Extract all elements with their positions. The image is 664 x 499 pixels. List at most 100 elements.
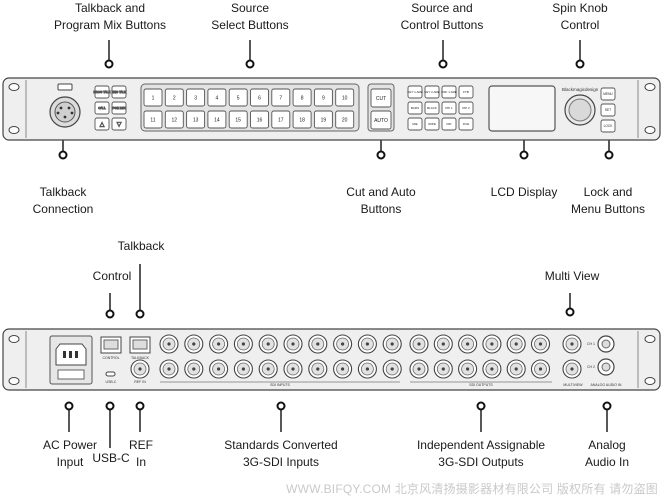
sdi-output-bnc-icon <box>409 359 429 379</box>
source-button[interactable]: 1 <box>143 88 163 107</box>
svg-text:14: 14 <box>214 117 220 123</box>
callout-control: Control <box>92 269 132 283</box>
source-button[interactable]: 20 <box>335 110 355 129</box>
svg-text:CH 2: CH 2 <box>587 365 595 369</box>
control-button[interactable]: DVE <box>458 117 474 131</box>
sdi-output-bnc-icon <box>433 359 453 379</box>
brand-logo: Blackmagicdesign <box>562 87 599 92</box>
talkback-button[interactable]: CALL <box>94 101 110 115</box>
sdi-output-bnc-icon <box>506 359 526 379</box>
svg-text:12: 12 <box>172 117 178 123</box>
sdi-input-bnc-icon <box>184 359 204 379</box>
svg-text:△: △ <box>100 122 105 128</box>
ref-bnc-icon <box>130 359 150 379</box>
menu-button[interactable]: MENU <box>600 87 616 101</box>
control-button[interactable]: BLACK <box>424 101 440 115</box>
sdi-output-bnc-icon <box>482 334 502 354</box>
svg-text:10: 10 <box>342 95 348 101</box>
svg-text:13: 13 <box>193 117 199 123</box>
svg-text:KEY 2 ARE: KEY 2 ARE <box>424 90 439 94</box>
svg-text:20: 20 <box>342 117 348 123</box>
control-button[interactable]: KEY 2 ARE <box>424 85 440 99</box>
sdi-input-bnc-icon <box>357 359 377 379</box>
svg-text:SDI INPUTS: SDI INPUTS <box>270 383 290 387</box>
source-button[interactable]: 11 <box>143 110 163 129</box>
svg-text:PIP 1: PIP 1 <box>445 106 453 110</box>
source-button[interactable]: 4 <box>207 88 227 107</box>
control-button[interactable]: WIPE <box>424 117 440 131</box>
menu-button[interactable]: SET <box>600 103 616 117</box>
source-button[interactable]: 10 <box>335 88 355 107</box>
analog-audio-jack-icon <box>597 335 615 376</box>
svg-text:DIP: DIP <box>446 122 451 126</box>
source-button[interactable]: 19 <box>313 110 333 129</box>
svg-text:BLACK: BLACK <box>427 106 437 110</box>
source-button[interactable]: 16 <box>250 110 269 129</box>
sdi-input-bnc-icon <box>283 334 303 354</box>
control-button[interactable]: PIP 1 <box>441 101 457 115</box>
menu-button[interactable]: LOCK <box>600 119 616 133</box>
control-button[interactable]: PIP 2 <box>458 101 474 115</box>
source-button[interactable]: 7 <box>271 88 291 107</box>
talkback-button[interactable]: △ <box>94 117 110 131</box>
talkback-button[interactable]: ENG TALK <box>111 85 127 99</box>
sdi-input-bnc-icon <box>159 359 179 379</box>
control-button[interactable]: DSK 1 ARE <box>441 85 457 99</box>
source-button[interactable]: 13 <box>186 110 206 129</box>
source-button[interactable]: 18 <box>292 110 312 129</box>
svg-text:AUTO: AUTO <box>374 118 388 124</box>
source-button[interactable]: 12 <box>164 110 184 129</box>
sdi-output-bnc-icon <box>506 334 526 354</box>
svg-text:TALKBACK: TALKBACK <box>131 356 150 360</box>
control-button[interactable]: FTB <box>458 85 474 99</box>
svg-text:7: 7 <box>279 95 282 101</box>
talkback-button[interactable]: ▽ <box>111 117 127 131</box>
source-button[interactable]: 6 <box>250 88 269 107</box>
svg-text:17: 17 <box>278 117 284 123</box>
source-button[interactable]: 9 <box>313 88 333 107</box>
callout-usb-c: USB-C <box>92 451 130 465</box>
svg-text:CONTROL: CONTROL <box>102 356 119 360</box>
source-button[interactable]: 14 <box>207 110 227 129</box>
sdi-input-bnc-icon <box>357 334 377 354</box>
source-button[interactable]: 8 <box>292 88 312 107</box>
svg-text:▽: ▽ <box>117 122 122 128</box>
sdi-output-bnc-icon <box>482 359 502 379</box>
svg-text:9: 9 <box>322 95 325 101</box>
sdi-input-bnc-icon <box>333 359 353 379</box>
svg-text:16: 16 <box>257 117 263 123</box>
svg-text:5: 5 <box>237 95 240 101</box>
auto-button[interactable]: AUTO <box>370 110 392 130</box>
control-button[interactable]: M/E <box>407 117 423 131</box>
talkback-button[interactable]: PROG TALK <box>93 85 111 99</box>
svg-text:PGM MIX: PGM MIX <box>112 106 125 110</box>
multiview-bnc-icon <box>562 359 582 379</box>
cut-button[interactable]: CUT <box>370 88 392 108</box>
source-button[interactable]: 3 <box>186 88 206 107</box>
source-button[interactable]: 17 <box>271 110 291 129</box>
sdi-output-bnc-icon <box>458 334 478 354</box>
svg-text:USB-C: USB-C <box>106 380 117 384</box>
source-button[interactable]: 2 <box>164 88 184 107</box>
control-ethernet-port-icon <box>100 336 122 354</box>
source-button[interactable]: 15 <box>228 110 248 129</box>
spin-knob-icon <box>564 94 596 126</box>
svg-text:MULTIVIEW: MULTIVIEW <box>563 383 583 387</box>
control-button[interactable]: KEY 1 ARE <box>407 85 423 99</box>
svg-text:4: 4 <box>216 95 219 101</box>
multiview-bnc-icon <box>562 334 582 354</box>
source-button[interactable]: 5 <box>228 88 248 107</box>
svg-text:ANALOG AUDIO IN: ANALOG AUDIO IN <box>591 383 622 387</box>
sdi-input-bnc-icon <box>308 334 328 354</box>
control-button[interactable]: DIP <box>441 117 457 131</box>
svg-text:ENG TALK: ENG TALK <box>112 90 127 94</box>
talkback-button[interactable]: PGM MIX <box>111 101 127 115</box>
svg-text:KEY 1 ARE: KEY 1 ARE <box>407 90 422 94</box>
control-button[interactable]: BARS <box>407 101 423 115</box>
